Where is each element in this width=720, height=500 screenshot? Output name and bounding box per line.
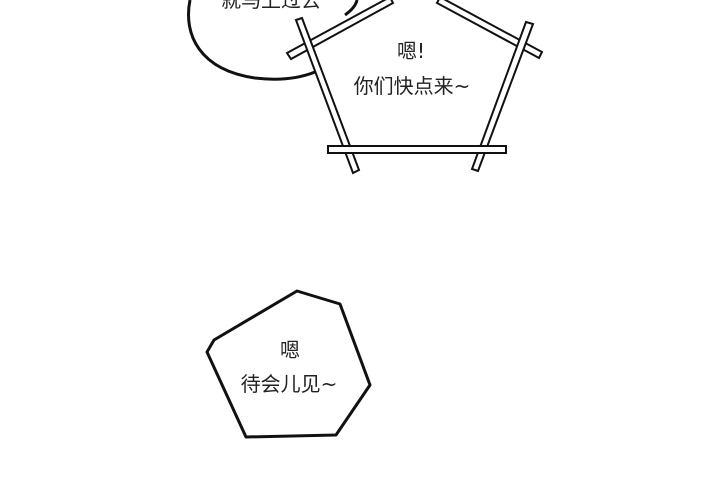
speech-bubble-top-left — [187, 0, 359, 81]
pentagon-bubble-line1: 嗯! — [396, 39, 426, 63]
bottom-bubble-line2: 待会儿见~ — [240, 372, 338, 396]
pentagon-bubble-line2: 你们快点来~ — [353, 74, 471, 98]
bottom-bubble-line1: 嗯 — [280, 338, 300, 362]
top-bubble-text: 就马上过去 — [221, 0, 321, 12]
speech-bubble-bottom — [205, 289, 372, 439]
stick-frame-bubble — [285, 0, 544, 175]
